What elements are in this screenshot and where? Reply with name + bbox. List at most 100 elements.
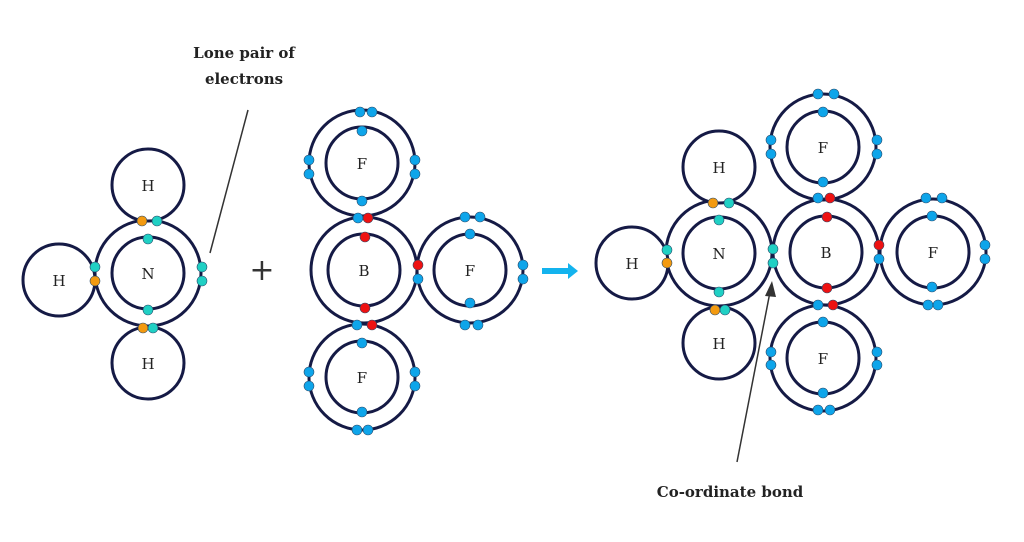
nitrogen-electron xyxy=(151,215,163,227)
nitrogen-electron xyxy=(719,304,731,316)
nitrogen-electron xyxy=(767,243,779,255)
lone-pair-label-line2: electrons xyxy=(205,70,283,88)
atom-label-h: H xyxy=(141,355,154,373)
fluorine-electron xyxy=(517,273,529,285)
fluorine-electron xyxy=(812,404,824,416)
fluorine-electron xyxy=(356,195,368,207)
atom-label-b: B xyxy=(820,244,831,262)
atom-label-f: F xyxy=(818,350,828,368)
boron-electron xyxy=(359,302,371,314)
hydrogen-electron xyxy=(661,257,673,269)
boron-electron xyxy=(821,282,833,294)
hydrogen-electron xyxy=(137,322,149,334)
fluorine-electron xyxy=(812,299,824,311)
fluorine-electron xyxy=(765,134,777,146)
nitrogen-electron xyxy=(713,286,725,298)
fluorine-electron xyxy=(412,273,424,285)
atom-label-h: H xyxy=(141,177,154,195)
fluorine-electron xyxy=(303,380,315,392)
fluorine-electron xyxy=(765,359,777,371)
fluorine-electron xyxy=(936,192,948,204)
plus-sign: + xyxy=(249,253,274,288)
boron-electron xyxy=(366,319,378,331)
hydrogen-electron xyxy=(89,275,101,287)
fluorine-electron xyxy=(409,366,421,378)
fluorine-electron xyxy=(303,168,315,180)
nitrogen-electron xyxy=(713,214,725,226)
atom-label-f: F xyxy=(818,139,828,157)
fluorine-electron xyxy=(351,424,363,436)
fluorine-electron xyxy=(765,346,777,358)
fluorine-electron xyxy=(356,337,368,349)
nitrogen-electron xyxy=(196,261,208,273)
coordinate-bond-pointer-line xyxy=(736,291,771,463)
atom-label-f: F xyxy=(357,155,367,173)
atom-label-h: H xyxy=(712,159,725,177)
nitrogen-electron xyxy=(142,233,154,245)
fluorine-electron xyxy=(817,387,829,399)
fluorine-electron xyxy=(459,319,471,331)
hydrogen-electron xyxy=(136,215,148,227)
hydrogen-electron xyxy=(709,304,721,316)
fluorine-electron xyxy=(303,366,315,378)
fluorine-electron xyxy=(871,134,883,146)
fluorine-electron xyxy=(920,192,932,204)
lone-pair-label-line1: Lone pair of xyxy=(193,44,296,62)
fluorine-electron xyxy=(926,281,938,293)
boron-electron xyxy=(359,231,371,243)
fluorine-electron xyxy=(817,106,829,118)
fluorine-electron xyxy=(922,299,934,311)
fluorine-electron xyxy=(366,106,378,118)
fluorine-electron xyxy=(871,359,883,371)
h-shell-1 xyxy=(681,129,757,205)
nitrogen-electron xyxy=(147,322,159,334)
coordinate-bond-label: Co-ordinate bond xyxy=(657,483,804,501)
fluorine-electron xyxy=(351,319,363,331)
fluorine-electron xyxy=(409,154,421,166)
nitrogen-electron xyxy=(723,197,735,209)
fluorine-electron xyxy=(362,424,374,436)
nitrogen-electron xyxy=(89,261,101,273)
fluorine-electron xyxy=(979,239,991,251)
fluorine-electron xyxy=(817,316,829,328)
hydrogen-electron xyxy=(707,197,719,209)
lone-pair-pointer-line xyxy=(209,109,249,254)
boron-electron xyxy=(362,212,374,224)
fluorine-electron xyxy=(459,211,471,223)
atom-label-b: B xyxy=(358,262,369,280)
fluorine-electron xyxy=(303,154,315,166)
boron-electron xyxy=(873,239,885,251)
atom-label-f: F xyxy=(928,244,938,262)
fluorine-electron xyxy=(409,380,421,392)
fluorine-electron xyxy=(926,210,938,222)
fluorine-electron xyxy=(474,211,486,223)
fluorine-electron xyxy=(517,259,529,271)
fluorine-electron xyxy=(817,176,829,188)
boron-electron xyxy=(412,259,424,271)
boron-electron xyxy=(821,211,833,223)
fluorine-electron xyxy=(932,299,944,311)
fluorine-electron xyxy=(979,253,991,265)
fluorine-electron xyxy=(871,346,883,358)
atom-label-n: N xyxy=(712,245,725,263)
boron-electron xyxy=(827,299,839,311)
nitrogen-electron xyxy=(767,257,779,269)
fluorine-electron xyxy=(765,148,777,160)
nitrogen-electron xyxy=(196,275,208,287)
nitrogen-electron xyxy=(661,244,673,256)
atom-label-h: H xyxy=(52,272,65,290)
fluorine-electron xyxy=(824,404,836,416)
fluorine-electron xyxy=(828,88,840,100)
fluorine-electron xyxy=(812,192,824,204)
atom-label-h: H xyxy=(712,335,725,353)
atom-label-f: F xyxy=(357,369,367,387)
atom-label-f: F xyxy=(465,262,475,280)
boron-electron xyxy=(824,192,836,204)
fluorine-electron xyxy=(352,212,364,224)
atom-label-n: N xyxy=(141,265,154,283)
fluorine-electron xyxy=(354,106,366,118)
fluorine-electron xyxy=(873,253,885,265)
fluorine-electron xyxy=(356,406,368,418)
